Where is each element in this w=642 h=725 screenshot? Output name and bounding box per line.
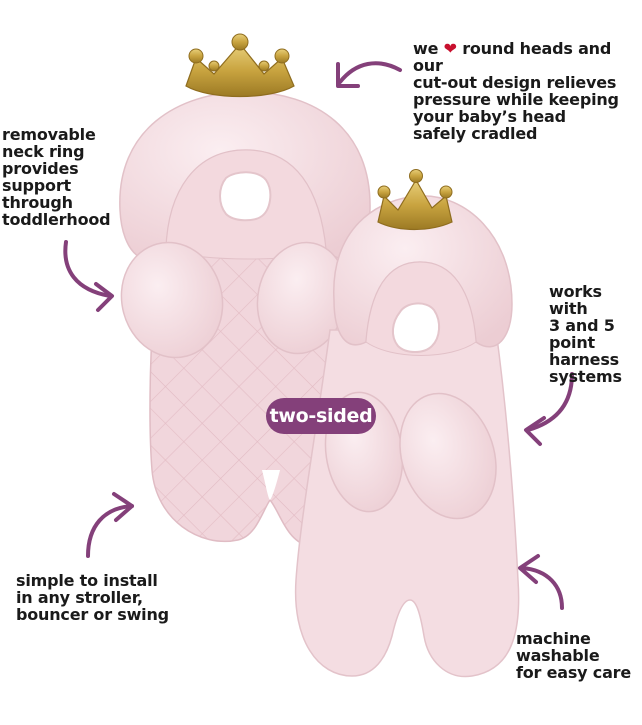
- callout-install: simple to install in any stroller, bounc…: [16, 571, 169, 624]
- curved-arrow-icon: [336, 61, 402, 88]
- curved-arrow-icon: [524, 372, 574, 446]
- curved-arrow-icon: [63, 240, 114, 312]
- curved-arrow-icon: [86, 492, 134, 558]
- curved-arrow-icon: [518, 554, 564, 610]
- cushion-smooth: [294, 169, 520, 678]
- crown-icon: [377, 169, 453, 231]
- callout-rest: round heads and our cut-out design relie…: [413, 39, 619, 143]
- two-sided-badge: two-sided: [266, 398, 376, 434]
- callout-prefix: we: [413, 39, 439, 58]
- callout-washable: machine washable for easy care: [516, 629, 632, 682]
- callout-round-heads: we ❤ round heads and our cut-out design …: [413, 40, 642, 142]
- crown-icon: [185, 33, 295, 98]
- cushion-quilted: [119, 33, 371, 548]
- callout-neck-ring: removable neck ring provides support thr…: [2, 125, 111, 229]
- heart-icon: ❤: [443, 39, 457, 58]
- callout-harness: works with 3 and 5 point harness systems: [549, 282, 622, 386]
